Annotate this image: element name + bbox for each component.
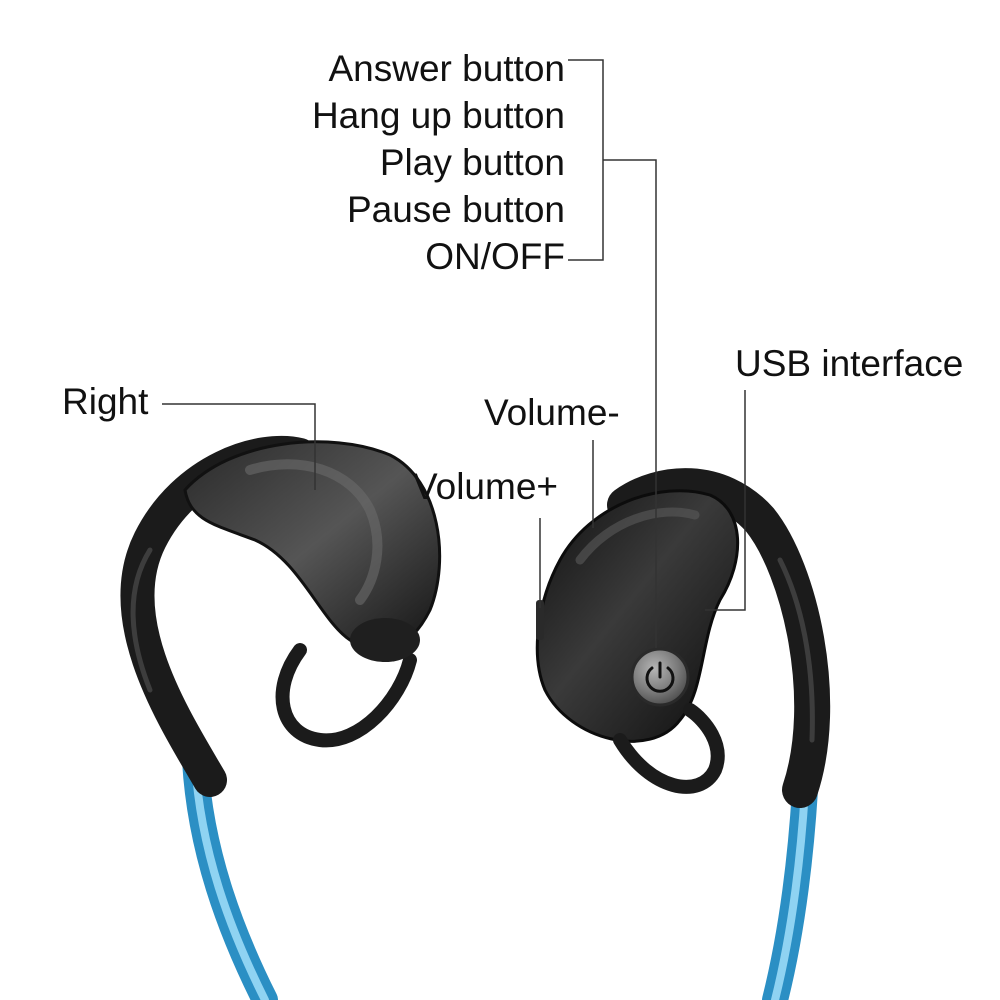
label-on-off: ON/OFF xyxy=(425,236,565,277)
leader-lines xyxy=(162,59,746,648)
label-volume-plus: Volume+ xyxy=(413,466,559,507)
label-pause-button: Pause button xyxy=(346,189,565,230)
earpiece-left-side xyxy=(535,468,831,808)
leader-right xyxy=(162,403,316,490)
label-hang-up-button: Hang up button xyxy=(311,95,565,136)
earpiece-right-side xyxy=(120,435,442,797)
power-button[interactable] xyxy=(630,647,690,707)
label-play-button: Play button xyxy=(379,142,565,183)
label-answer-button: Answer button xyxy=(328,48,565,89)
label-right: Right xyxy=(62,381,149,422)
label-volume-minus: Volume- xyxy=(484,392,620,433)
leader-usb xyxy=(705,390,746,611)
label-usb-interface: USB interface xyxy=(735,343,964,384)
power-icon xyxy=(645,661,675,693)
leader-buttons xyxy=(568,59,604,261)
